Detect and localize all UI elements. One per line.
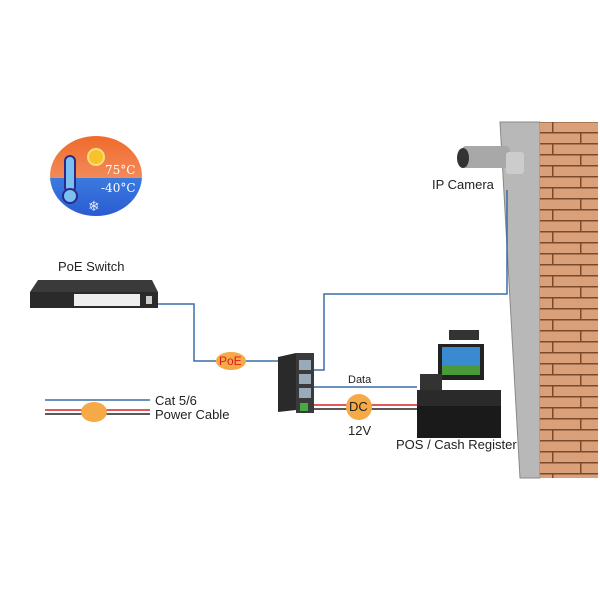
legend-cat-label: Cat 5/6 xyxy=(155,393,197,408)
poe-switch-label: PoE Switch xyxy=(58,259,125,274)
ip-camera-icon xyxy=(457,146,524,174)
pos-label: POS / Cash Register xyxy=(396,437,517,452)
dc-badge xyxy=(346,394,372,420)
cable-switch-to-injector xyxy=(158,303,280,362)
wall-side xyxy=(499,121,541,479)
pos-register-icon xyxy=(417,330,501,438)
poe-extender-icon xyxy=(278,353,314,413)
poe-badge-label: PoE xyxy=(219,354,242,368)
ip-camera-label: IP Camera xyxy=(432,177,494,192)
temp-low-label: -40°C xyxy=(101,181,136,195)
poe-switch-icon xyxy=(30,280,158,308)
snowflake-icon: ❄ xyxy=(88,198,100,214)
poe-badge xyxy=(216,352,246,370)
voltage-label: 12V xyxy=(348,423,372,438)
legend-power-label: Power Cable xyxy=(155,407,230,422)
legend-badge xyxy=(81,402,107,422)
brick-wall xyxy=(540,122,598,478)
sun-icon xyxy=(87,148,105,166)
dc-badge-label: DC xyxy=(349,399,368,414)
cable-injector-to-camera xyxy=(312,190,508,371)
thermometer-icon xyxy=(62,155,78,204)
temp-high-label: 75°C xyxy=(105,163,136,177)
data-label: Data xyxy=(348,374,372,386)
